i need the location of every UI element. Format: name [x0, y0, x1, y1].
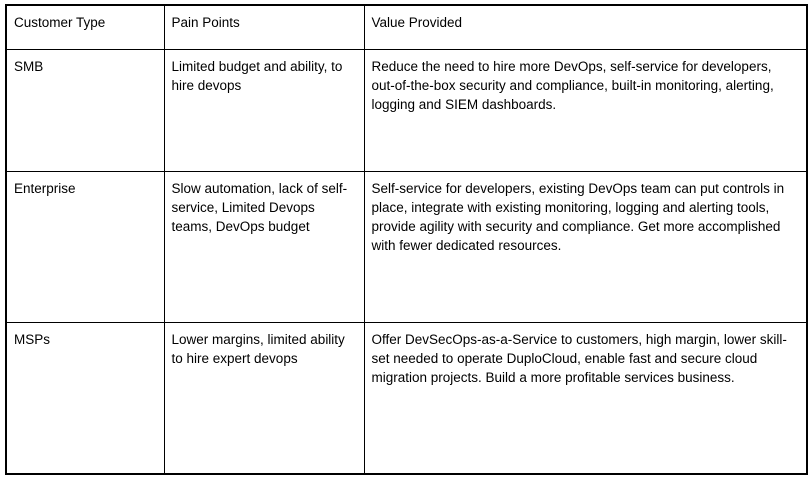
- cell-enterprise-pain-points: Slow automation, lack of self-service, L…: [163, 170, 365, 323]
- table-row-smb: SMB Limited budget and ability, to hire …: [5, 48, 808, 172]
- header-cell-value-provided: Value Provided: [363, 4, 808, 50]
- header-cell-pain-points: Pain Points: [163, 4, 365, 50]
- cell-msps-pain-points: Lower margins, limited ability to hire e…: [163, 321, 365, 475]
- cell-msps-value-provided: Offer DevSecOps-as-a-Service to customer…: [363, 321, 808, 475]
- cell-smb-value-provided: Reduce the need to hire more DevOps, sel…: [363, 48, 808, 172]
- table-row-enterprise: Enterprise Slow automation, lack of self…: [5, 170, 808, 323]
- cell-enterprise-value-provided: Self-service for developers, existing De…: [363, 170, 808, 323]
- cell-smb-pain-points: Limited budget and ability, to hire devo…: [163, 48, 365, 172]
- table-header-row: Customer Type Pain Points Value Provided: [5, 4, 808, 50]
- cell-smb-customer-type: SMB: [5, 48, 165, 172]
- cell-msps-customer-type: MSPs: [5, 321, 165, 475]
- header-cell-customer-type: Customer Type: [5, 4, 165, 50]
- table-row-msps: MSPs Lower margins, limited ability to h…: [5, 321, 808, 475]
- customer-segments-table: Customer Type Pain Points Value Provided…: [5, 4, 808, 475]
- cell-enterprise-customer-type: Enterprise: [5, 170, 165, 323]
